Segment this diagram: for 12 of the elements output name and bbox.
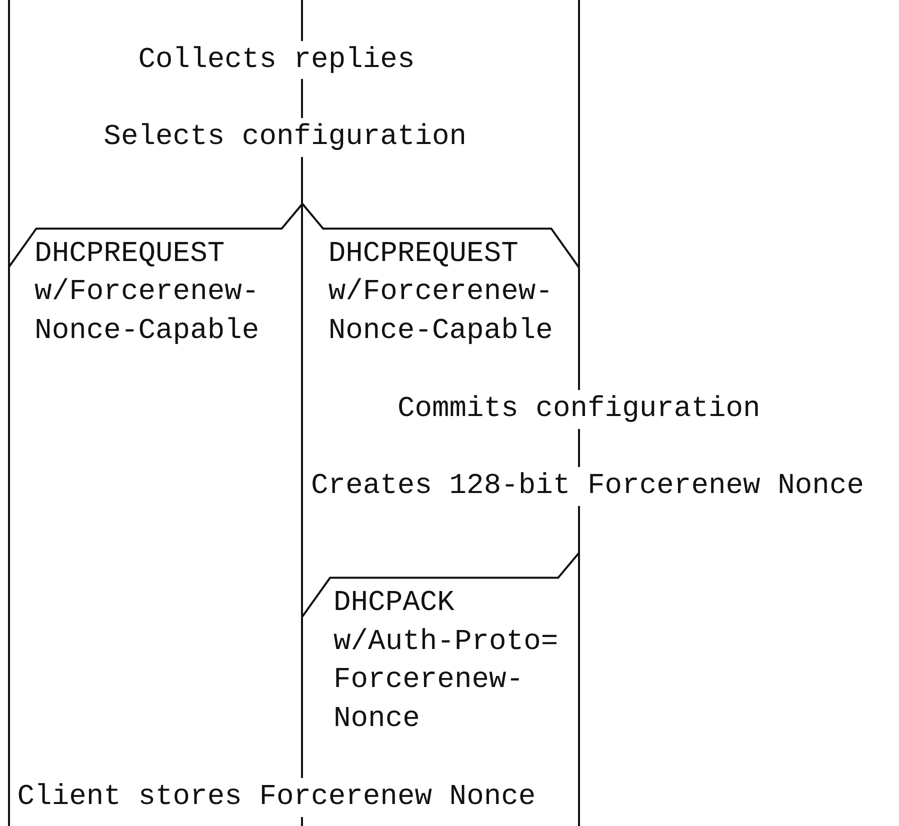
step-note: Selects configuration xyxy=(104,118,467,157)
edge-label: DHCPREQUEST w/Forcerenew- Nonce-Capable xyxy=(328,236,553,350)
step-note: Creates 128-bit Forcerenew Nonce xyxy=(311,467,864,506)
step-note: Client stores Forcerenew Nonce xyxy=(17,778,536,817)
step-note: Commits configuration xyxy=(397,390,760,429)
step-note: Collects replies xyxy=(138,40,415,80)
message-line xyxy=(8,203,304,268)
edge-label: DHCPREQUEST w/Forcerenew- Nonce-Capable xyxy=(34,236,260,350)
lifeline xyxy=(8,0,10,826)
message-line xyxy=(302,552,580,618)
edge-label: DHCPACK w/Auth-Proto= Forcerenew- Nonce xyxy=(334,584,558,738)
message-line xyxy=(302,203,580,268)
